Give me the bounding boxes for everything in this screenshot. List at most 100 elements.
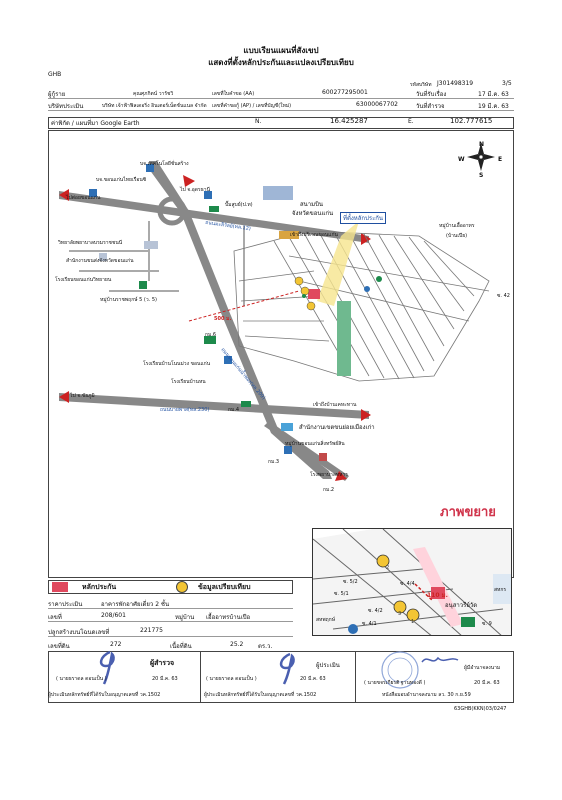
label-to-khonkaen: ไปต่อยขอนแก่น xyxy=(66,195,101,201)
zoom-comparable-1 xyxy=(406,608,420,622)
compass-w: W xyxy=(458,156,465,163)
label-bank1: บจ.ขอนแก่นไทยเรือนซิ xyxy=(96,177,147,183)
village-label: หมู่บ้าน xyxy=(175,614,195,621)
signature-2-image xyxy=(279,652,295,685)
map-frame xyxy=(48,130,514,578)
zoom-distance: 110 ม. xyxy=(427,592,448,599)
receive-date-value: 17 มี.ค. 63 xyxy=(478,91,509,98)
signer1-role: ผู้สำรวจ xyxy=(150,659,175,667)
area-label: เนื้อที่ดิน xyxy=(170,643,192,650)
bank-code: GHB xyxy=(48,71,62,78)
label-pump2: ปั๊มสูบย์(ป.ท) xyxy=(225,202,253,208)
no-label: เลขที่ xyxy=(48,614,62,621)
label-km4: กม.4 xyxy=(228,407,240,413)
label-district-office: สำนักงานเขตขนย่อยเมืองเก่า xyxy=(299,424,375,431)
village-value: เอื้ออาทรบ้านเปือ xyxy=(206,614,251,621)
label-km3: กม.3 xyxy=(268,459,280,465)
footer-code: 63GHB(KKN)03/0247 xyxy=(454,706,507,712)
road-highway-12 xyxy=(59,191,369,243)
receive-date-label: วันที่รับเรื่อง xyxy=(416,91,447,98)
e-value: 102.777615 xyxy=(450,117,493,125)
road-bypass-230 xyxy=(59,393,369,419)
label-km2: กม.2 xyxy=(323,487,335,493)
request-label: เลขที่ใบคำขอ (AA) xyxy=(212,91,255,97)
area-unit: ตร.ว. xyxy=(258,643,273,650)
coordinates-row xyxy=(48,117,514,129)
coords-label: ค่าพิกัด / แผนที่มา Google Earth xyxy=(51,120,140,127)
zoom-mark-3: 3 xyxy=(398,611,402,617)
label-to-udon: ไป จ.อุดรธานี xyxy=(180,187,211,193)
zoom-soi-42: ซ. 4/2 xyxy=(368,608,383,614)
company-label: บริษัทประเมิน xyxy=(48,103,84,110)
zoom-soi-51: ซ. 5/1 xyxy=(334,591,349,597)
compass-s: S xyxy=(479,172,484,179)
n-value: 16.425287 xyxy=(330,117,368,125)
signer1-license: ผู้ประเมินหลักทรัพย์ที่ได้รับใบอนุญาตเลข… xyxy=(48,692,161,698)
signer3-license: หนังสือมอบอำนาจลงนาม ลว. 30 ก.ย.59 xyxy=(382,692,471,698)
e-label: E. xyxy=(408,118,414,125)
signature-block xyxy=(48,651,514,703)
label-road230: ถนนบายพาส(ทล.230) xyxy=(160,407,210,413)
comparable-marker-2 xyxy=(300,286,310,296)
zoom-building: สหกร xyxy=(494,587,507,593)
label-school3: โรงเรียนบ้านหน xyxy=(171,379,206,385)
label-soi42: ซ. 42 xyxy=(497,293,510,299)
airport-image xyxy=(263,186,293,200)
label-hospital: โรงพยาบาลทหาร xyxy=(310,472,348,478)
page-number: 3/5 xyxy=(502,80,512,87)
comparable-marker-1 xyxy=(294,276,304,286)
location-map xyxy=(59,143,495,481)
label-to-market: เข้าถึงบริเวณขอนแก่น xyxy=(290,232,338,238)
zoom-comparable-3 xyxy=(393,600,407,614)
label-village3: หมู่บ้านราชพฤกษ์ 5 (ว. 5) xyxy=(100,297,157,303)
zoom-mark-1: 1 xyxy=(411,619,415,625)
label-to-nongkai: เข้าถึงบ้านเคหะทาน xyxy=(313,402,357,408)
label-school2: โรงเรียนบ้านโนนม่วง ขอนแก่น xyxy=(143,361,211,367)
label-to-chaiyaphum: ไป จ.ชัยภูมิ xyxy=(70,393,95,399)
label-airport: สนามบิน xyxy=(300,201,323,208)
survey-date-label: วันที่สำรวจ xyxy=(416,103,445,110)
zoom-soi-9: ซ. 9 xyxy=(482,621,492,627)
legend-comparable-swatch xyxy=(176,581,188,593)
asset-label: ราคาประเมิน xyxy=(48,601,83,608)
road-209 xyxy=(149,161,332,479)
ref-label: รหัสบริษัท xyxy=(410,82,432,88)
collateral-marker xyxy=(308,289,320,299)
zoom-collateral-marker xyxy=(431,587,445,599)
signature-1-image xyxy=(99,650,115,685)
zoom-monument: อนุสาวรีย์วัด xyxy=(445,602,478,609)
ref-value: J301498319 xyxy=(437,80,474,87)
zoom-inset xyxy=(312,528,512,636)
signer2-date: 20 มี.ค. 63 xyxy=(300,676,326,682)
zoom-soi-41: ซ. 4/1 xyxy=(362,621,377,627)
asset-value: อาคารพักอาศัยเดี่ยว 2 ชั้น xyxy=(101,601,170,608)
request-value: 600277295001 xyxy=(322,89,368,96)
compass-icon xyxy=(467,143,495,171)
label-pump1: บจ.เทคโนโลยีชั่นสร้าง xyxy=(140,161,189,167)
no-value: 208/601 xyxy=(101,612,126,619)
n-label: N. xyxy=(255,118,262,125)
doc-title: แบบเรียนแผนที่สังเขป xyxy=(243,46,319,55)
title-deed-value: 221775 xyxy=(140,627,163,634)
signer1-name: ( นายธราดล ดอนเป็น ) xyxy=(56,676,107,682)
compass-n: N xyxy=(479,141,485,148)
legend-comparable-label: ข้อมูลเปรียบเทียบ xyxy=(198,583,251,591)
zoom-mark-2: 2 xyxy=(386,565,390,571)
survey-date-value: 19 มี.ค. 63 xyxy=(478,103,509,110)
signer2-license: ผู้ประเมินหลักทรัพย์ที่ได้รับใบอนุญาตเลข… xyxy=(204,692,317,698)
village-grid xyxy=(233,230,490,382)
sign-image xyxy=(279,231,299,239)
comparable-marker-3 xyxy=(306,301,316,311)
land-no-value: 272 xyxy=(110,641,122,648)
label-dist500: 500 ม. xyxy=(214,316,232,322)
distance-line xyxy=(188,290,300,322)
signer2-name: ( นายธราดล ดอนเป็น ) xyxy=(206,676,257,682)
borrower-value: คุณศุภกิตน์ วารัชวิ xyxy=(133,91,174,97)
label-office1: สำนักงานขนส่งจังหวัดขอนแก่น xyxy=(66,258,134,264)
ap-value: 63000067702 xyxy=(356,101,398,108)
label-village2: (บ้านเปีย) xyxy=(446,233,468,239)
signer1-date: 20 มี.ค. 63 xyxy=(152,676,178,682)
legend-collateral-label: หลักประกัน xyxy=(82,583,117,591)
area-value: 25.2 xyxy=(230,641,244,648)
